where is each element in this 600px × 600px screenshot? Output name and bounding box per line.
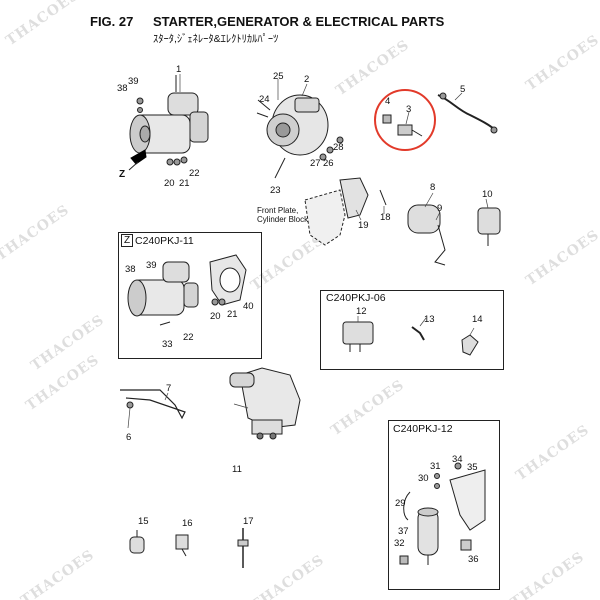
part-number-27: 27: [310, 158, 321, 169]
part-number-9: 9: [437, 203, 442, 214]
part-number-17: 17: [243, 516, 254, 527]
part-number-38: 38: [125, 264, 136, 275]
front-plate-note-line1: Front Plate,: [257, 206, 299, 215]
part-number-21: 21: [179, 178, 190, 189]
inset-z-marker: Z: [121, 234, 134, 247]
part-number-3: 3: [406, 104, 411, 115]
part-number-14: 14: [472, 314, 483, 325]
inset-z-label: C240PKJ-11: [135, 235, 194, 247]
part-number-19: 19: [358, 220, 369, 231]
figure-title: STARTER,GENERATOR & ELECTRICAL PARTS: [153, 14, 445, 29]
front-plate-note: Front Plate, Cylinder Block: [257, 206, 308, 224]
inset-box-12: [388, 420, 500, 590]
part-number-26: 26: [323, 158, 334, 169]
part-number-15: 15: [138, 516, 149, 527]
part-number-22: 22: [183, 332, 194, 343]
part-number-39: 39: [128, 76, 139, 87]
front-plate-note-line2: Cylinder Block: [257, 215, 309, 224]
figure-subtitle: ｽﾀｰﾀ,ｼﾞｪﾈﾚｰﾀ&ｴﾚｸﾄﾘｶﾙﾊﾟｰﾂ: [153, 33, 279, 45]
part-number-37: 37: [398, 526, 409, 537]
part-number-23: 23: [270, 185, 281, 196]
part-number-21: 21: [227, 309, 238, 320]
view-marker-z: Z: [119, 169, 126, 180]
part-number-34: 34: [452, 454, 463, 465]
part-number-7: 7: [166, 383, 171, 394]
part-number-18: 18: [380, 212, 391, 223]
part-number-1: 1: [176, 64, 181, 75]
inset-06-label: C240PKJ-06: [326, 292, 386, 304]
part-number-38: 38: [117, 83, 128, 94]
fuel-pump-drawing: [399, 462, 486, 565]
part-number-6: 6: [126, 432, 131, 443]
part-number-12: 12: [356, 306, 367, 317]
part-number-10: 10: [482, 189, 493, 200]
sensor-drawing: [382, 114, 423, 137]
part-number-35: 35: [467, 462, 478, 473]
inset-box-06: [320, 290, 504, 370]
part-number-39: 39: [146, 260, 157, 271]
part-number-13: 13: [424, 314, 435, 325]
part-number-29: 29: [395, 498, 406, 509]
part-number-32: 32: [394, 538, 405, 549]
part-number-20: 20: [210, 311, 221, 322]
part-number-4: 4: [385, 96, 390, 107]
part-number-30: 30: [418, 473, 429, 484]
heater-drawing: [229, 367, 301, 440]
part-number-40: 40: [243, 301, 254, 312]
inset-12-label: C240PKJ-12: [393, 423, 453, 435]
part-number-11: 11: [232, 464, 242, 475]
part-number-28: 28: [333, 142, 344, 153]
part-number-8: 8: [430, 182, 435, 193]
starter-motor-drawing: [129, 75, 209, 166]
part-number-20: 20: [164, 178, 175, 189]
part-number-5: 5: [460, 84, 465, 95]
part-number-22: 22: [189, 168, 200, 179]
part-number-33: 33: [162, 339, 173, 350]
alternator-drawing: [256, 94, 344, 179]
part-number-25: 25: [273, 71, 284, 82]
view-z-arrow: [130, 149, 147, 165]
inset-box-z: [118, 232, 262, 359]
part-number-31: 31: [430, 461, 441, 472]
part-number-36: 36: [468, 554, 479, 565]
part-number-2: 2: [304, 74, 309, 85]
inset-starter-drawing: [127, 254, 247, 326]
part-number-16: 16: [182, 518, 193, 529]
part-number-24: 24: [259, 94, 270, 105]
figure-number: FIG. 27: [90, 14, 134, 29]
highlight-circle: [374, 89, 436, 151]
